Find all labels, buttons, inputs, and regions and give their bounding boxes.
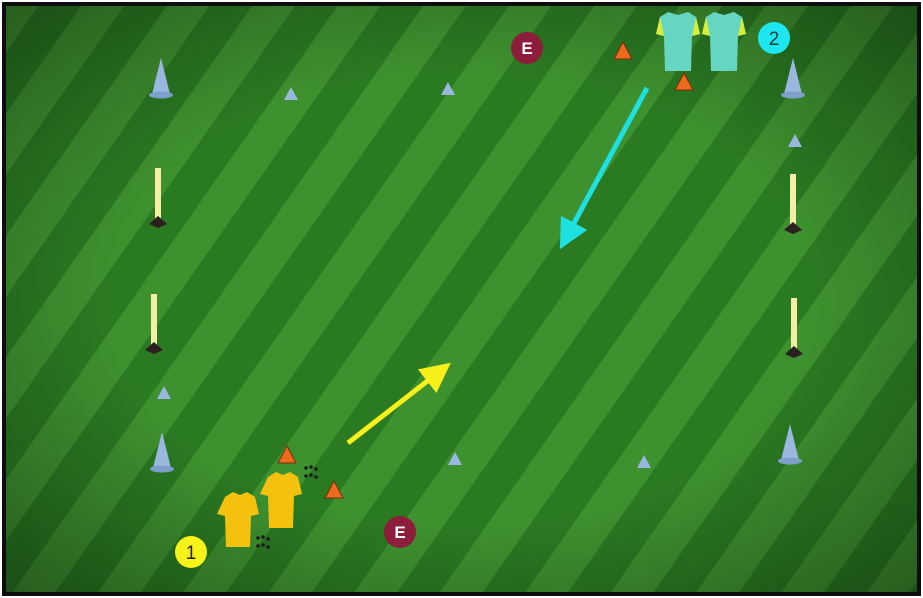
pitch-shading — [6, 6, 917, 592]
team-1-label: 1 — [186, 543, 197, 564]
team-2-badge: 2 — [758, 22, 790, 54]
team-1-badge: 1 — [175, 536, 207, 568]
team-2-label: 2 — [769, 29, 780, 50]
extra-player-label: E — [394, 523, 405, 542]
extra-player-label: E — [521, 39, 532, 58]
extra-player-badge-top: E — [511, 32, 543, 64]
extra-player-badge-bottom: E — [384, 516, 416, 548]
